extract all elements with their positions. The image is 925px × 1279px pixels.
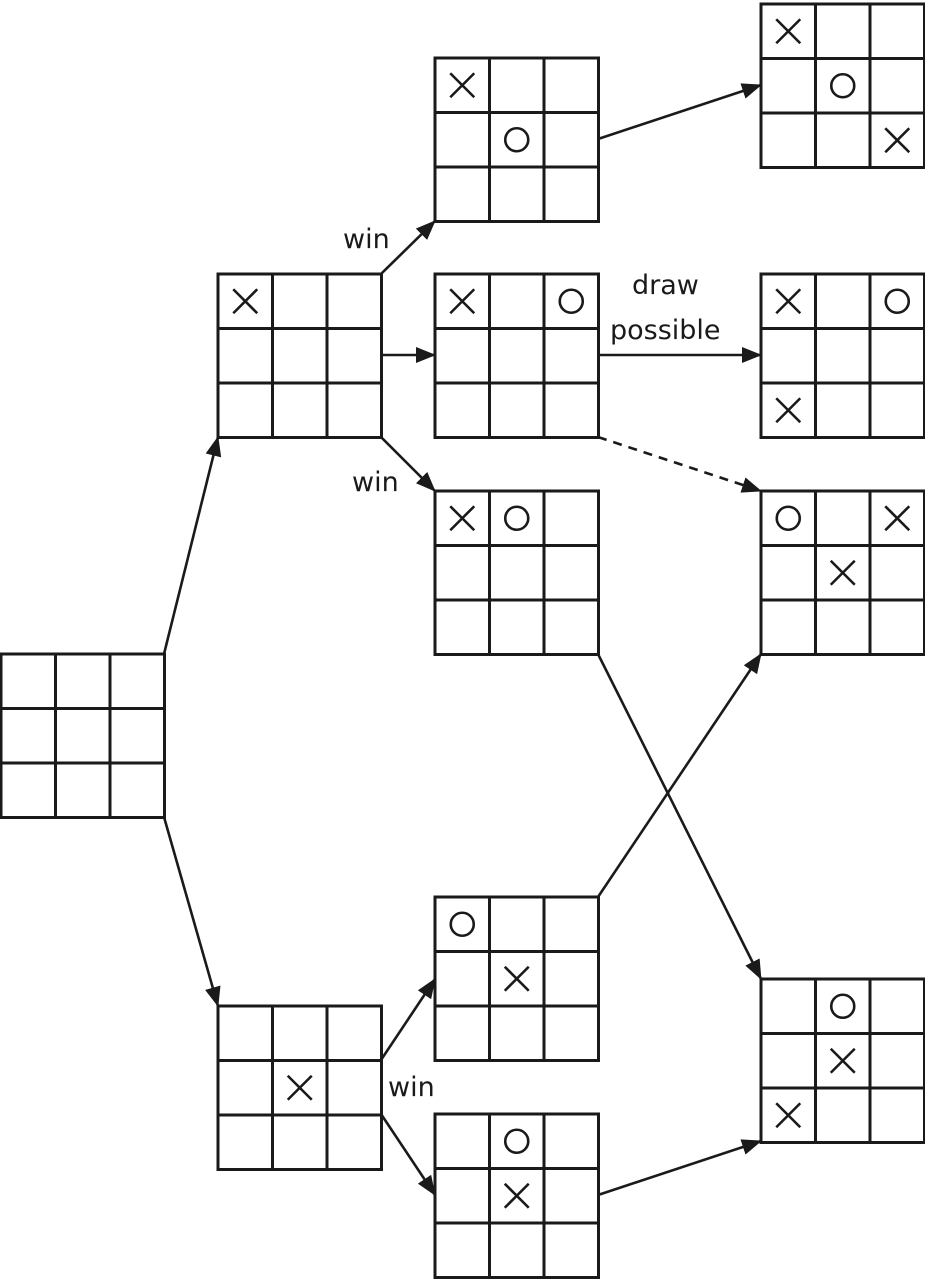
o-mark-icon (503, 505, 530, 532)
board-frame (433, 272, 600, 439)
edge-arrow-b4-to-b10 (597, 435, 762, 493)
x-mark-icon (775, 1102, 802, 1129)
x-mark-icon (829, 1047, 856, 1074)
o-mark-icon (503, 1128, 530, 1155)
edge-layer (162, 83, 763, 1197)
edge-arrow-b2-to-b6 (379, 978, 437, 1061)
board-b9 (759, 272, 925, 439)
edge-arrow-b6-to-b10 (596, 653, 763, 898)
x-mark-icon (286, 1074, 313, 1101)
board-b6 (433, 895, 600, 1062)
edge-arrow-b2-to-b7 (379, 1113, 437, 1196)
edge-arrow-b1-to-b5 (380, 436, 436, 492)
board-b2 (216, 1004, 383, 1171)
x-mark-icon (503, 1182, 530, 1209)
edge-arrow-b3-to-b8 (597, 83, 762, 141)
x-mark-icon (775, 288, 802, 315)
o-mark-icon (775, 505, 802, 532)
edge-arrow-b1-to-b3 (380, 220, 436, 275)
o-mark-icon (829, 993, 856, 1020)
board-b11 (759, 977, 925, 1144)
x-mark-icon (775, 397, 802, 424)
edge-arrow-b5-to-b11 (596, 653, 763, 980)
edge-label-b1-to-b3: win (343, 224, 390, 255)
board-b5 (433, 489, 600, 656)
o-mark-icon (449, 911, 476, 938)
x-mark-icon (829, 559, 856, 586)
edge-arrow-b0-to-b2 (162, 816, 221, 1007)
board-b1 (216, 272, 383, 439)
o-mark-icon (829, 72, 856, 99)
x-mark-icon (503, 965, 530, 992)
board-frame (0, 652, 166, 819)
x-mark-icon (884, 127, 911, 154)
o-mark-icon (503, 126, 530, 153)
x-mark-icon (232, 288, 259, 315)
board-b4 (433, 272, 600, 439)
board-b10 (759, 489, 925, 656)
edge-label-b2-to-b6: win (388, 1072, 435, 1103)
edge-arrow-b7-to-b11 (597, 1139, 762, 1197)
board-b3 (433, 56, 600, 223)
edge-arrow-b0-to-b1 (162, 436, 222, 655)
edge-label-b1-to-b5: win (352, 467, 399, 498)
x-mark-icon (775, 18, 802, 45)
x-mark-icon (449, 288, 476, 315)
label-layer: win win win draw possible (343, 224, 721, 1103)
o-mark-icon (884, 288, 911, 315)
x-mark-icon (449, 72, 476, 99)
edge-label-b4-to-b9-line-1: draw (632, 270, 699, 301)
x-mark-icon (449, 505, 476, 532)
board-b0 (0, 652, 166, 819)
board-b8 (759, 2, 925, 169)
x-mark-icon (884, 505, 911, 532)
o-mark-icon (558, 288, 585, 315)
board-b7 (433, 1112, 600, 1279)
edge-label-b4-to-b9-line-2: possible (610, 315, 721, 346)
